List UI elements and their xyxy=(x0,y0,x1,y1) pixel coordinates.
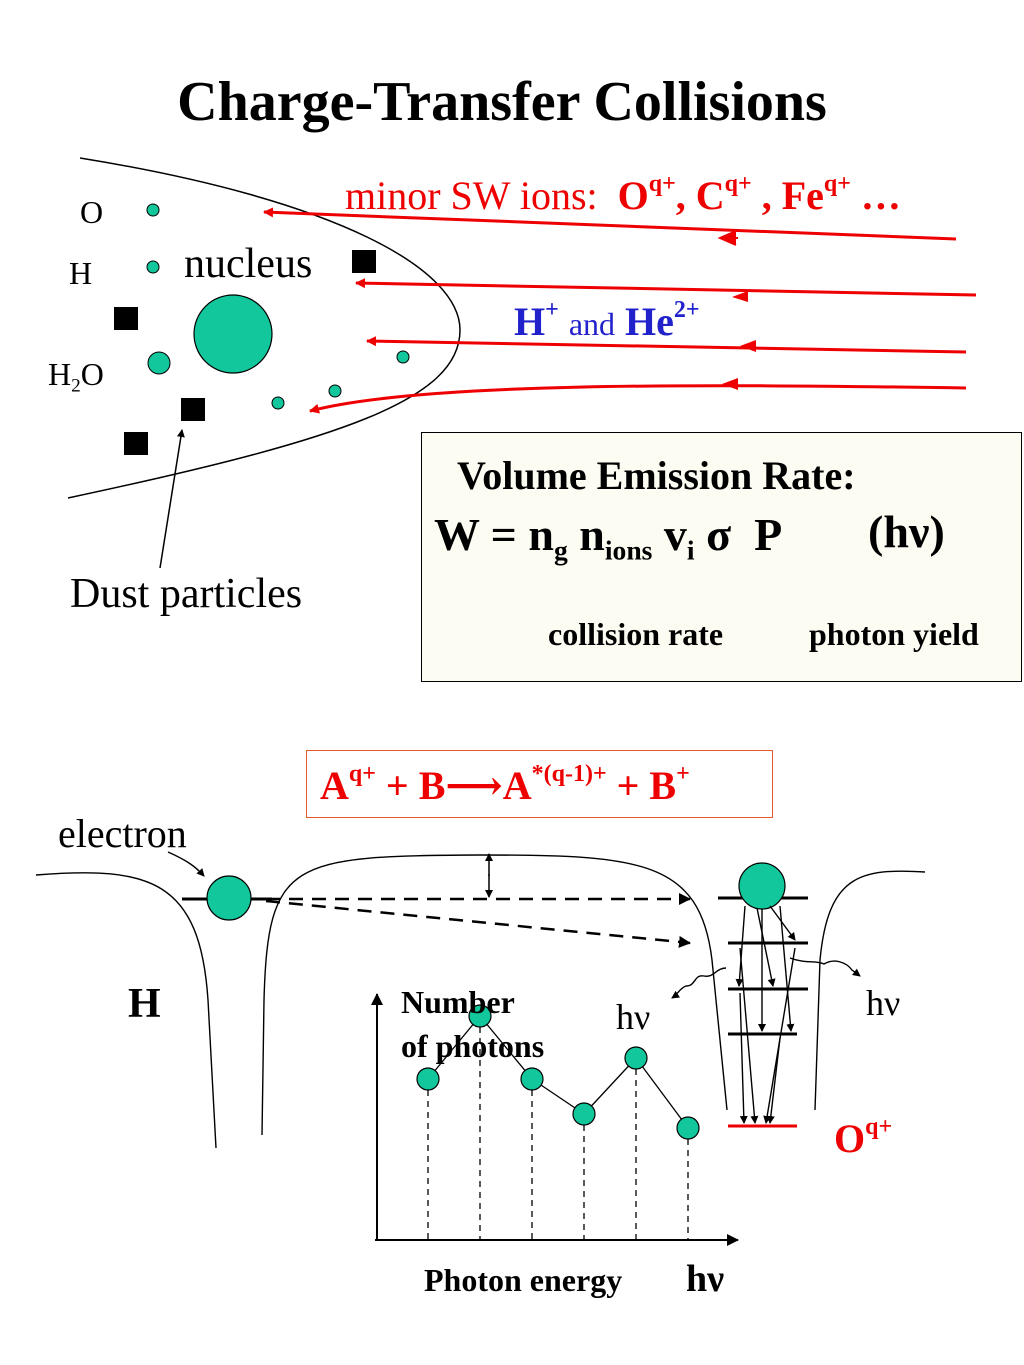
spectrum-point xyxy=(676,1116,700,1140)
h-label: H xyxy=(69,255,93,291)
spectrum-segment xyxy=(427,1015,481,1080)
h-atom xyxy=(146,260,160,274)
photon-yield-label: photon yield xyxy=(809,616,979,652)
h-well-label: H xyxy=(128,981,161,1027)
sw-arrow-3-mid xyxy=(740,340,756,352)
collision-rate-label: collision rate xyxy=(548,616,724,652)
photon-spectrum-chart xyxy=(416,1004,700,1240)
comet-nucleus xyxy=(193,294,273,374)
spectrum-segment xyxy=(583,1057,637,1115)
sw-arrow-1 xyxy=(263,207,957,241)
inset-y-label: Number of photons xyxy=(401,984,545,1064)
h2o-molecule xyxy=(147,351,171,375)
reaction-equation: Aq+ + B⟶A*(q-1)+ + B+ xyxy=(320,761,690,808)
spectrum-point xyxy=(416,1067,440,1091)
dust-pointer xyxy=(159,429,185,569)
sw-arrow-1-mid xyxy=(717,230,738,246)
emission-formula: W = ng nions vi σ P xyxy=(434,509,783,566)
oq-label: Oq+ xyxy=(834,1114,893,1161)
emission-heading: Volume Emission Rate: xyxy=(457,453,856,498)
sw-arrow-4-mid xyxy=(722,378,738,390)
dust-particle xyxy=(124,432,148,455)
emission-rate-box xyxy=(421,432,1022,682)
dust-particle xyxy=(352,250,376,273)
neutral-dot xyxy=(328,384,342,398)
electron-pointer xyxy=(167,851,205,877)
capture-arrow xyxy=(265,899,691,948)
solar-wind-arrows xyxy=(263,207,977,414)
sw-arrow-3 xyxy=(366,336,967,354)
spectrum-segment xyxy=(479,1015,533,1080)
ion-potential-well xyxy=(814,870,926,1111)
spectrum-point xyxy=(468,1004,492,1028)
photon-wave-right xyxy=(789,957,861,977)
electron-label: electron xyxy=(58,811,187,856)
minor-sw-ions-label: minor SW ions: Oq+, Cq+ , Feq+ … xyxy=(345,171,901,218)
o-atom xyxy=(146,203,160,217)
h-potential-well xyxy=(35,872,217,1149)
hv-left-label: hν xyxy=(616,997,651,1037)
sw-arrow-4 xyxy=(309,384,967,414)
sw-arrow-2-mid xyxy=(732,291,748,302)
captured-electron xyxy=(738,862,786,910)
spectrum-point xyxy=(572,1102,596,1126)
neutral-dot xyxy=(271,396,285,410)
inset-x-hv: hν xyxy=(686,1258,725,1300)
nucleus-label: nucleus xyxy=(184,241,313,287)
inset-x-label: Photon energy xyxy=(424,1262,623,1298)
neutral-dot xyxy=(396,350,410,364)
h2o-label: H2O xyxy=(48,356,104,397)
bow-shock-curve xyxy=(67,157,461,499)
photon-wave-left xyxy=(671,967,727,999)
spectrum-point xyxy=(520,1067,544,1091)
electron-circle xyxy=(206,875,252,921)
dust-particles-label: Dust particles xyxy=(70,571,303,617)
sw-arrow-2 xyxy=(355,278,977,297)
reaction-box xyxy=(306,750,773,818)
o-label: O xyxy=(80,194,104,230)
cascade-arrows xyxy=(735,905,796,1124)
spectrum-segment xyxy=(635,1057,689,1129)
page-title: Charge-Transfer Collisions xyxy=(177,71,827,133)
spectrum-point xyxy=(624,1046,648,1070)
hv-right-label: hν xyxy=(866,983,901,1023)
protons-alpha-label: H+ and He2+ xyxy=(514,297,700,344)
dust-particle xyxy=(114,307,138,330)
emission-hv: (hν) xyxy=(868,506,945,557)
dust-particle xyxy=(181,398,205,421)
